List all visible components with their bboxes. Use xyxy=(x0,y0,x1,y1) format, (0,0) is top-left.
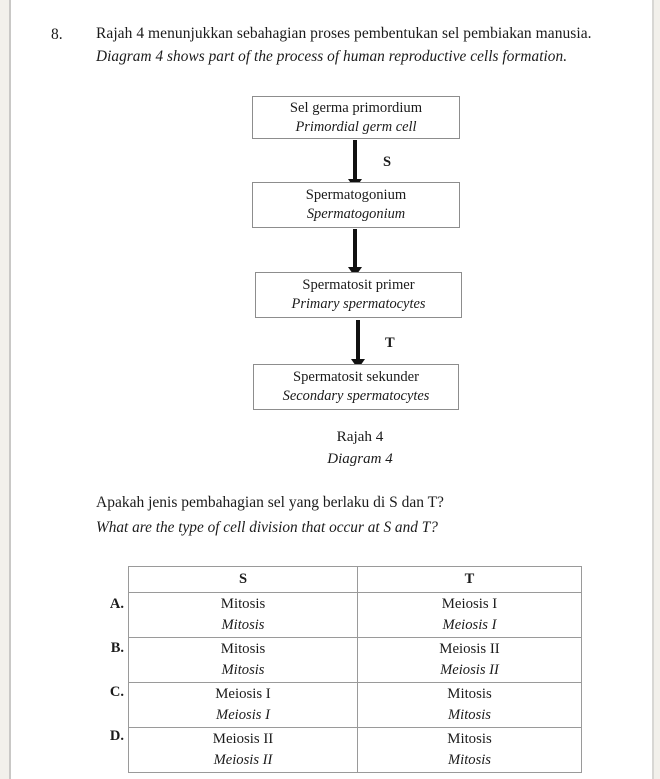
option-d-t-malay: Mitosis xyxy=(447,731,492,747)
prompt-malay: Apakah jenis pembahagian sel yang berlak… xyxy=(96,494,444,511)
option-a-s-english: Mitosis xyxy=(221,617,265,633)
diagram-caption: Rajah 4 Diagram 4 xyxy=(230,426,490,470)
option-d-cell-t[interactable]: Mitosis Mitosis xyxy=(357,727,582,773)
answer-table-header-s: S xyxy=(128,566,358,593)
option-a-cell-s[interactable]: Mitosis Mitosis xyxy=(128,592,358,638)
option-a-t-malay: Meiosis I xyxy=(441,596,498,612)
diagram-caption-english: Diagram 4 xyxy=(327,451,393,467)
answer-table-header-t: T xyxy=(357,566,582,593)
arrow-label-s: S xyxy=(383,154,392,170)
option-letter-c: C. xyxy=(109,684,124,700)
option-letter-d: D. xyxy=(109,728,124,744)
flow-box-0-label-english: Primordial germ cell xyxy=(295,118,417,135)
option-letter-a: A. xyxy=(109,596,124,612)
arrow-label-t: T xyxy=(385,335,395,351)
option-c-s-malay: Meiosis I xyxy=(215,686,271,702)
flow-box-3-label-english: Secondary spermatocytes xyxy=(282,388,430,404)
page-right-edge xyxy=(652,0,654,779)
flow-box-primary-spermatocytes: Spermatosit primer Primary spermatocytes xyxy=(255,272,462,318)
option-c-t-english: Mitosis xyxy=(448,707,491,723)
option-letter-b: B. xyxy=(110,640,124,656)
flow-box-secondary-spermatocytes: Spermatosit sekunder Secondary spermatoc… xyxy=(253,364,459,410)
option-b-cell-s[interactable]: Mitosis Mitosis xyxy=(128,637,358,683)
flow-box-2-label-english: Primary spermatocytes xyxy=(291,296,426,312)
arrow-t xyxy=(351,320,365,369)
option-d-cell-s[interactable]: Meiosis II Meiosis II xyxy=(128,727,358,773)
option-b-t-malay: Meiosis II xyxy=(439,641,500,657)
answer-option-row-d[interactable]: Meiosis II Meiosis II Mitosis Mitosis xyxy=(128,727,582,773)
option-a-cell-t[interactable]: Meiosis I Meiosis I xyxy=(357,592,582,638)
question-stem-malay: Rajah 4 menunjukkan sebahagian proses pe… xyxy=(96,25,592,42)
option-a-t-english: Meiosis I xyxy=(442,617,497,633)
option-c-cell-s[interactable]: Meiosis I Meiosis I xyxy=(128,682,358,728)
diagram-caption-malay: Rajah 4 xyxy=(336,428,384,445)
option-b-t-english: Meiosis II xyxy=(440,662,499,678)
answer-option-row-a[interactable]: Mitosis Mitosis Meiosis I Meiosis I xyxy=(128,592,582,638)
option-b-s-english: Mitosis xyxy=(221,662,265,678)
question-number: 8. xyxy=(51,26,63,43)
arrow-s xyxy=(348,140,362,189)
answer-option-row-c[interactable]: Meiosis I Meiosis I Mitosis Mitosis xyxy=(128,682,582,728)
answer-table-header-row: S T xyxy=(128,566,582,593)
page-left-edge xyxy=(9,0,11,779)
flow-box-spermatogonium: Spermatogonium Spermatogonium xyxy=(252,182,460,228)
prompt-english: What are the type of cell division that … xyxy=(96,519,438,536)
flow-box-primordial-germ-cell: Sel germa primordium Primordial germ cel… xyxy=(252,96,460,139)
flow-box-3-label-malay: Spermatosit sekunder xyxy=(292,369,420,385)
flow-box-1-label-malay: Spermatogonium xyxy=(305,187,407,203)
arrow-spermatogonium-to-primary xyxy=(348,229,362,277)
flow-box-0-label-malay: Sel germa primordium xyxy=(289,99,423,116)
option-d-t-english: Mitosis xyxy=(448,752,491,768)
flow-box-1-label-english: Spermatogonium xyxy=(306,206,406,222)
option-c-s-english: Meiosis I xyxy=(216,707,270,723)
option-c-cell-t[interactable]: Mitosis Mitosis xyxy=(357,682,582,728)
question-block: 8. Rajah 4 menunjukkan sebahagian proses… xyxy=(51,22,611,69)
question-stem-english: Diagram 4 shows part of the process of h… xyxy=(96,48,568,65)
option-b-s-malay: Mitosis xyxy=(220,641,266,657)
answer-option-row-b[interactable]: Mitosis Mitosis Meiosis II Meiosis II xyxy=(128,637,582,683)
option-a-s-malay: Mitosis xyxy=(220,596,266,612)
answer-table: S T Mitosis Mitosis Meiosis I Meiosis I … xyxy=(128,566,582,773)
flow-box-2-label-malay: Spermatosit primer xyxy=(302,277,415,293)
option-d-s-english: Meiosis II xyxy=(213,752,273,768)
question-text: Rajah 4 menunjukkan sebahagian proses pe… xyxy=(96,22,611,69)
option-c-t-malay: Mitosis xyxy=(447,686,492,702)
option-b-cell-t[interactable]: Meiosis II Meiosis II xyxy=(357,637,582,683)
prompt-block: Apakah jenis pembahagian sel yang berlak… xyxy=(96,490,616,540)
option-d-s-malay: Meiosis II xyxy=(212,731,274,747)
